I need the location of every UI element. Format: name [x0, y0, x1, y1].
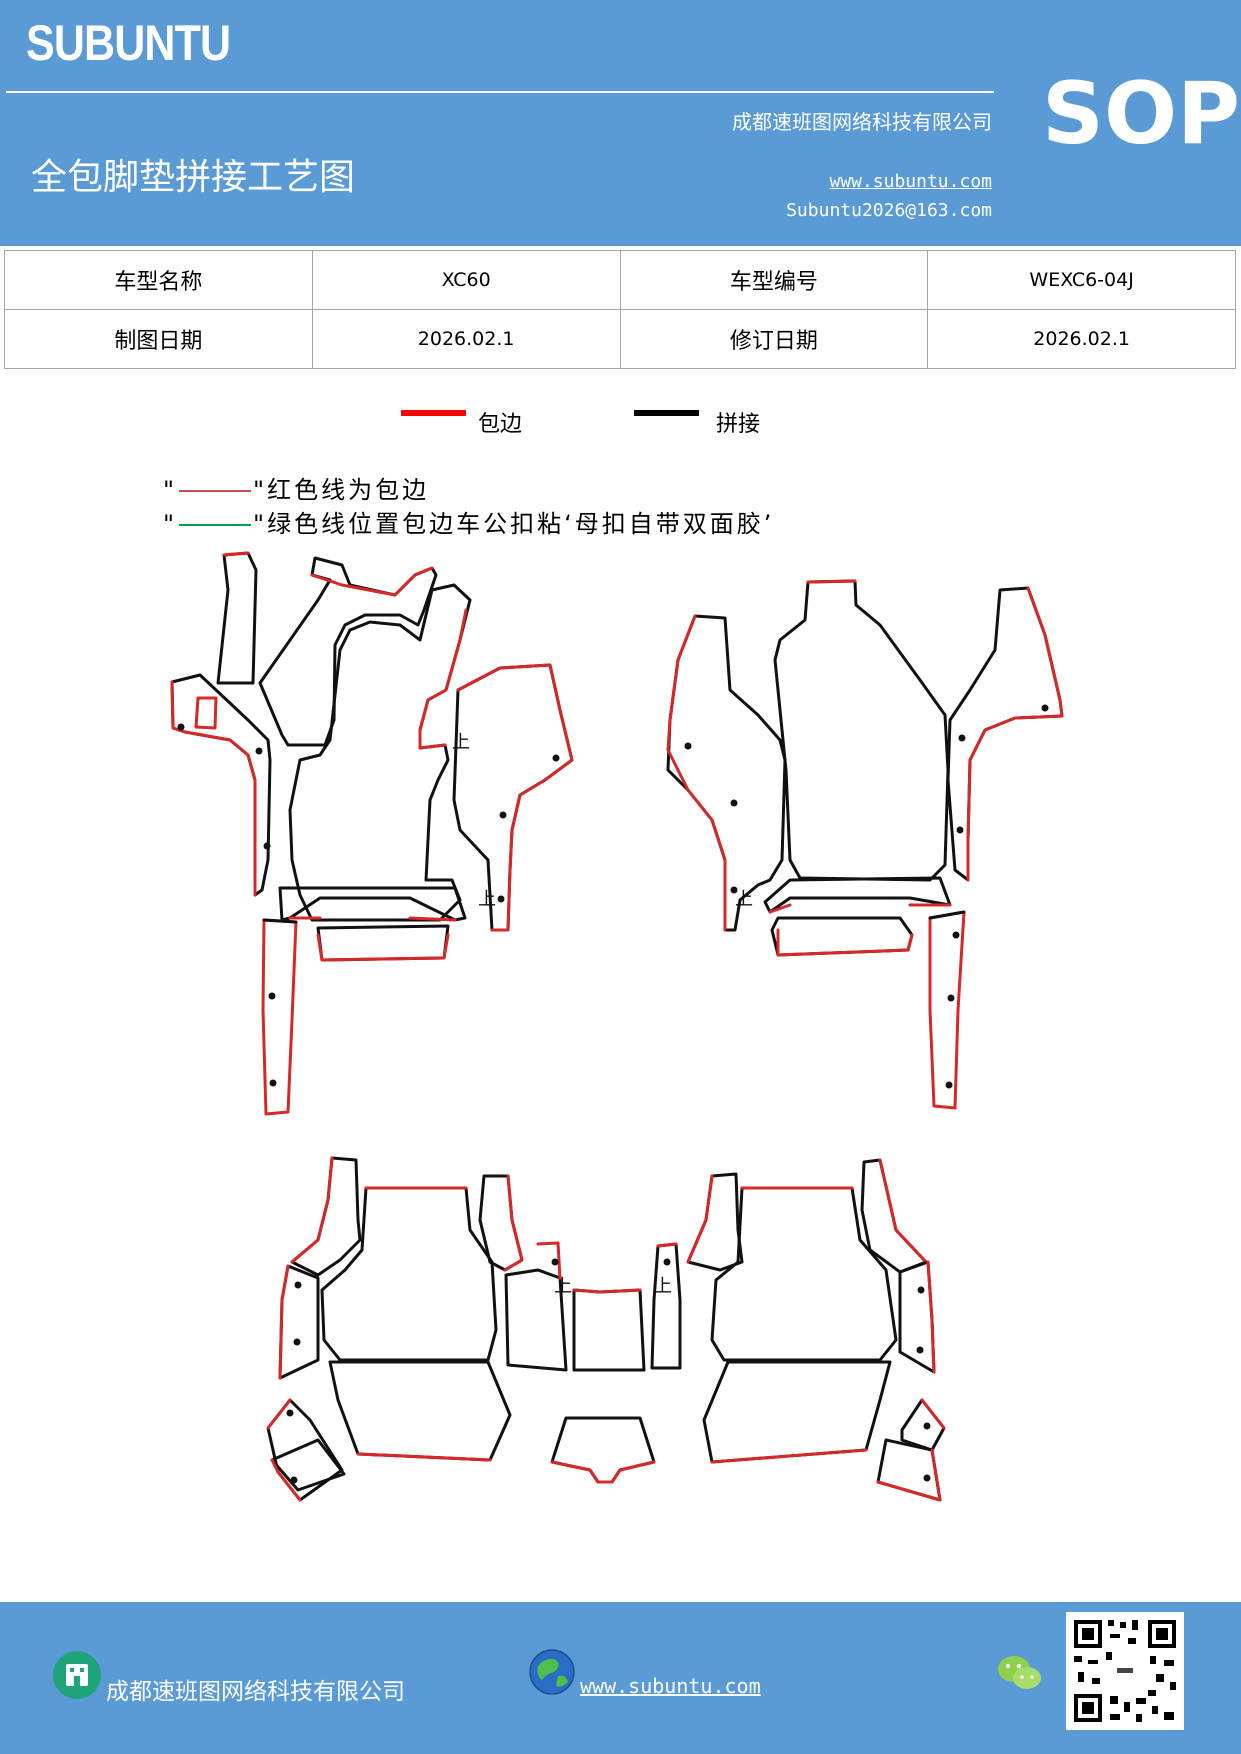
mount-hole	[290, 1476, 298, 1484]
header-banner	[0, 0, 1241, 246]
mount-holes	[177, 704, 1049, 1484]
rear-right-mat-group	[650, 1158, 946, 1502]
mount-hole	[294, 1281, 302, 1289]
top-mark: 上	[452, 732, 470, 753]
mat-piece	[504, 1268, 568, 1372]
top-mark: 上	[478, 889, 496, 910]
top-direction-marks: 上 上 上 上 上	[452, 732, 753, 1297]
mount-hole	[923, 1474, 931, 1482]
mount-hole	[552, 754, 560, 762]
mat-piece	[900, 1398, 946, 1452]
mount-hole	[663, 1258, 671, 1266]
mount-hole	[916, 1346, 924, 1354]
legend-seam-swatch	[634, 410, 699, 416]
mat-piece	[928, 910, 966, 1110]
front-right-mat-group	[666, 579, 1064, 1110]
model-name-label: 车型名称	[4, 250, 313, 310]
mount-hole	[923, 1422, 931, 1430]
header-email[interactable]: Subuntu2026@163.com	[786, 200, 992, 221]
header-website-link[interactable]: www.subuntu.com	[829, 171, 992, 192]
header-company: 成都速班图网络科技有限公司	[732, 110, 992, 134]
mat-piece	[328, 1360, 512, 1462]
page-title: 全包脚垫拼接工艺图	[31, 157, 356, 198]
mat-piece	[320, 1186, 498, 1362]
mat-piece	[261, 918, 298, 1116]
mount-hole	[952, 931, 960, 939]
mount-hole	[177, 723, 185, 731]
rear-left-mat-group	[266, 1156, 568, 1502]
mount-hole	[730, 799, 738, 807]
mat-piece	[270, 1438, 346, 1492]
table-row: 制图日期 2026.02.1 修订日期 2026.02.1	[4, 309, 1236, 369]
mount-hole	[255, 747, 263, 755]
note-red-line	[179, 490, 252, 492]
mat-piece	[666, 614, 787, 932]
front-left-mat-group	[170, 551, 574, 1116]
mount-hole	[499, 811, 507, 819]
top-mark: 上	[654, 1276, 672, 1297]
mat-piece	[686, 1172, 744, 1272]
mount-hole	[958, 734, 966, 742]
qr-code-icon	[1066, 1612, 1184, 1730]
legend-seam-label: 拼接	[716, 412, 761, 437]
header-divider	[6, 91, 994, 93]
mat-piece	[550, 1416, 656, 1484]
mount-hole	[945, 1081, 953, 1089]
footer-website-link[interactable]: www.subuntu.com	[580, 1674, 761, 1698]
building-icon	[53, 1651, 101, 1699]
note-green: ""绿色线位置包边车公扣粘‘母扣自带双面胶’	[163, 510, 775, 538]
brand-logo: SUBUNTU	[26, 15, 231, 71]
floor-mat-diagram: 上 上 上 上 上	[170, 551, 1064, 1502]
mat-piece	[572, 1288, 646, 1372]
mount-hole	[947, 994, 955, 1002]
vehicle-info-table: 车型名称 XC60 车型编号 WEXC6-04J 制图日期 2026.02.1 …	[4, 250, 1236, 369]
mat-piece	[452, 663, 574, 932]
globe-icon	[529, 1649, 575, 1695]
mat-piece	[216, 551, 258, 685]
mat-piece	[702, 1360, 892, 1464]
draw-date-label: 制图日期	[4, 309, 313, 369]
mat-piece	[316, 924, 450, 962]
model-code-label: 车型编号	[619, 250, 929, 310]
note-red-text: 红色线为包边	[267, 476, 430, 504]
mount-hole	[956, 826, 964, 834]
top-mark: 上	[735, 889, 753, 910]
sop-badge: SOP	[1042, 64, 1241, 164]
mat-piece	[278, 886, 467, 922]
mat-piece	[763, 876, 952, 914]
legend-edge-label: 包边	[478, 412, 523, 437]
legend-edge-swatch	[401, 410, 466, 416]
footer-company: 成都速班图网络科技有限公司	[106, 1679, 405, 1705]
mount-hole	[268, 992, 276, 1000]
model-name-value: XC60	[311, 250, 621, 310]
mount-hole	[286, 1409, 294, 1417]
qr-code	[1066, 1612, 1184, 1730]
mount-hole	[269, 1079, 277, 1087]
table-row: 车型名称 XC60 车型编号 WEXC6-04J	[4, 250, 1236, 310]
mount-hole	[917, 1286, 925, 1294]
note-green-text: 绿色线位置包边车公扣粘‘母扣自带双面胶’	[267, 510, 775, 538]
mount-hole	[293, 1338, 301, 1346]
mount-hole	[551, 1258, 559, 1266]
mat-piece	[773, 579, 950, 882]
mount-hole	[1041, 704, 1049, 712]
mat-piece	[288, 583, 472, 922]
draw-date-value: 2026.02.1	[311, 309, 621, 369]
mat-piece	[710, 1186, 898, 1362]
revise-date-label: 修订日期	[619, 309, 929, 369]
mount-hole	[730, 886, 738, 894]
rear-center-mat-group	[550, 1288, 656, 1484]
note-red: ""红色线为包边	[163, 476, 430, 504]
mat-piece	[290, 1156, 362, 1277]
mount-hole	[263, 842, 271, 850]
mat-piece	[194, 696, 218, 730]
mount-hole	[497, 895, 505, 903]
revise-date-value: 2026.02.1	[927, 309, 1236, 369]
top-mark: 上	[554, 1276, 572, 1297]
note-green-line	[179, 524, 252, 526]
wechat-icon[interactable]	[996, 1652, 1044, 1694]
model-code-value: WEXC6-04J	[927, 250, 1236, 310]
mount-hole	[684, 742, 692, 750]
